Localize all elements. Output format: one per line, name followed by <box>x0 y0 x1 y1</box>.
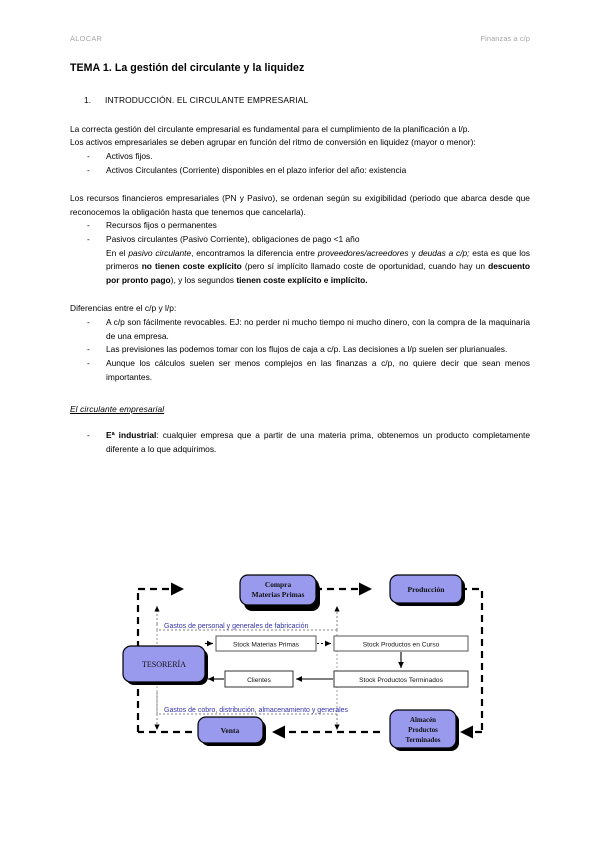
section-number: 1. <box>84 94 92 105</box>
detail-bold: tienen coste explícito e implícito. <box>236 274 368 285</box>
stock-pc-label: Stock Productos en Curso <box>363 642 440 649</box>
section-heading-1: 1. INTRODUCCIÓN. EL CIRCULANTE EMPRESARI… <box>70 95 530 105</box>
list-item-label: Pasivos circulantes (Pasivo Corriente), … <box>106 234 360 245</box>
node-tesoreria: TESORERÍA <box>122 645 208 685</box>
section-label: INTRODUCCIÓN. EL CIRCULANTE EMPRESARIAL <box>105 94 309 105</box>
spacer <box>70 177 530 192</box>
stock-pt-label: Stock Productos Terminados <box>359 677 444 684</box>
spacer <box>70 414 530 429</box>
node-stock-materias-primas: Stock Materias Primas <box>215 635 317 652</box>
list-item: Activos Circulantes (Corriente) disponib… <box>70 164 530 178</box>
paragraph-diferencias: Diferencias entre el c/p y l/p: <box>70 303 177 314</box>
list-item: Aunque los cálculos suelen ser menos com… <box>70 357 530 384</box>
node-tesoreria-label: TESORERÍA <box>142 659 186 669</box>
industrial-description: : cualquier empresa que a partir de una … <box>106 430 530 454</box>
industrial-list: Eª industrial: cualquier empresa que a p… <box>70 429 530 456</box>
spacer <box>70 287 530 302</box>
paragraph-intro-1: La correcta gestión del circulante empre… <box>70 123 470 134</box>
node-venta-label: Venta <box>221 726 240 735</box>
stock-mp-label: Stock Materias Primas <box>233 642 300 649</box>
node-almacen-line1: Almacén <box>410 717 436 724</box>
paragraph-intro-2: Los activos empresariales se deben agrup… <box>70 137 476 148</box>
list-item: Eª industrial: cualquier empresa que a p… <box>70 429 530 456</box>
list-item: A c/p son fácilmente revocables. EJ: no … <box>70 316 530 343</box>
header-left-text: ALOCAR <box>70 34 103 43</box>
detail-text: y <box>408 247 419 258</box>
list-item: Recursos fijos o permanentes <box>70 219 530 233</box>
label-gastos-personal: Gastos de personal y generales de fabric… <box>164 623 308 630</box>
dashed-produccion-right-down <box>460 587 484 732</box>
header-right-text: Finanzas a c/p <box>480 34 530 43</box>
detail-italic: proveedores/acreedores <box>317 247 409 258</box>
subsection-heading: El circulante empresarial <box>70 404 165 415</box>
node-stock-productos-en-curso: Stock Productos en Curso <box>333 635 469 652</box>
clientes-label: Clientes <box>247 677 272 684</box>
list-item: Activos fijos. <box>70 150 530 164</box>
list-item: Las previsiones las podemos tomar con lo… <box>70 343 530 357</box>
pasivo-circulante-detail: En el pasivo circulante, encontramos la … <box>106 247 530 288</box>
detail-italic: deudas a c/p; <box>418 247 470 258</box>
detail-text: En el <box>106 247 129 258</box>
node-produccion-label: Producción <box>408 585 446 594</box>
diferencias-list: A c/p son fácilmente revocables. EJ: no … <box>70 316 530 384</box>
list-item: Pasivos circulantes (Pasivo Corriente), … <box>70 233 530 287</box>
detail-text: , encontramos la diferencia entre <box>191 247 318 258</box>
spacer <box>70 384 530 404</box>
recursos-list: Recursos fijos o permanentes Pasivos cir… <box>70 219 530 287</box>
detail-bold: descuento por pronto pago <box>106 261 531 285</box>
detail-italic: pasivo circulante <box>128 247 192 258</box>
detail-text: ), y los segundos <box>170 274 237 285</box>
detail-text: (pero sí implícito llamado coste de opor… <box>241 261 489 272</box>
activos-list: Activos fijos. Activos Circulantes (Corr… <box>70 150 530 177</box>
paragraph-recursos: Los recursos financieros empresariales (… <box>70 193 530 217</box>
detail-text: esta es que los primeros <box>106 247 530 272</box>
node-almacen-line3: Terminados <box>406 737 441 744</box>
detail-bold: no tienen coste explícito <box>141 261 242 272</box>
node-almacen-line2: Productos <box>408 727 438 734</box>
node-stock-productos-terminados: Stock Productos Terminados <box>333 670 469 688</box>
node-clientes: Clientes <box>224 670 294 688</box>
node-produccion: Producción <box>389 574 465 606</box>
industrial-term: Eª industrial <box>106 430 157 441</box>
label-gastos-cobro: Gastos de cobro, distribución, almacenam… <box>164 707 349 714</box>
document-body: TEMA 1. La gestión del circulante y la l… <box>70 62 530 456</box>
node-venta: Venta <box>197 716 266 746</box>
stock-flow-arrows <box>205 640 404 682</box>
circulante-flow-diagram: Compra Materias Primas Producción TESORE… <box>112 562 502 762</box>
running-header: ALOCAR Finanzas a c/p <box>70 34 530 43</box>
node-compra-line2: Materias Primas <box>252 590 305 599</box>
node-almacen-productos-terminados: Almacén Productos Terminados <box>389 709 459 751</box>
node-compra-line1: Compra <box>265 580 292 589</box>
node-compra-materias-primas: Compra Materias Primas <box>239 574 319 608</box>
page-title: TEMA 1. La gestión del circulante y la l… <box>70 62 305 74</box>
